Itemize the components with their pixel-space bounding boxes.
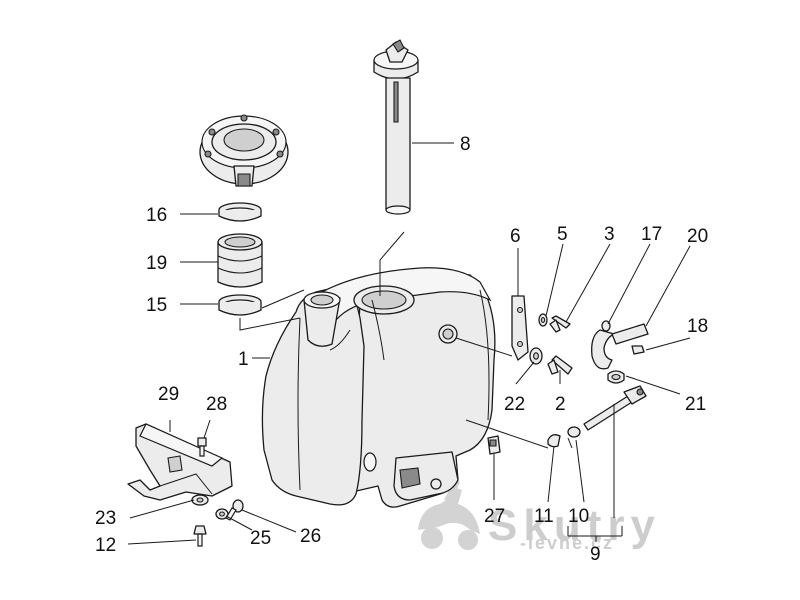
hose-clip xyxy=(607,370,625,384)
callout-19: 19 xyxy=(146,253,167,274)
heat-shield xyxy=(127,423,233,501)
callout-5: 5 xyxy=(557,224,568,245)
callout-23: 23 xyxy=(95,508,116,529)
callout-17: 17 xyxy=(641,224,662,245)
callout-10: 10 xyxy=(568,506,589,527)
washer-lower xyxy=(529,347,543,365)
callout-26: 26 xyxy=(300,526,321,547)
callout-15: 15 xyxy=(146,295,167,316)
screw-side xyxy=(225,499,244,521)
callout-labels: 16 19 15 1 8 6 5 3 17 20 18 21 22 2 29 2… xyxy=(95,134,708,565)
callout-6: 6 xyxy=(510,226,521,247)
hose-clamp-upper xyxy=(218,202,262,222)
callout-8: 8 xyxy=(460,134,471,155)
callout-27: 27 xyxy=(484,506,505,527)
bolt-upper xyxy=(549,315,571,333)
leader-lines xyxy=(127,142,691,545)
pipe-clamp xyxy=(567,426,581,449)
fuel-hose-sleeve xyxy=(217,233,263,288)
callout-2: 2 xyxy=(555,394,566,415)
bolt-lower xyxy=(547,355,573,375)
hose-clamp-lower xyxy=(218,294,262,316)
callout-16: 16 xyxy=(146,205,167,226)
screw-bottom xyxy=(193,525,207,547)
callout-1: 1 xyxy=(238,349,249,370)
vent-hose xyxy=(591,320,649,370)
fuel-level-sender xyxy=(373,39,419,215)
callout-3: 3 xyxy=(604,224,615,245)
callout-11: 11 xyxy=(534,506,554,527)
callout-12: 12 xyxy=(95,535,116,556)
callout-28: 28 xyxy=(206,394,227,415)
watermark-brand: Skutry xyxy=(488,501,661,550)
callout-20: 20 xyxy=(687,226,708,247)
fuel-pump-flange xyxy=(199,114,289,187)
watermark-sub: -levne.cz xyxy=(520,533,614,553)
mounting-bracket xyxy=(511,295,529,361)
screw-top xyxy=(197,437,207,457)
watermark: Skutry -levne.cz xyxy=(418,480,661,553)
callout-21: 21 xyxy=(685,394,706,415)
callout-25: 25 xyxy=(250,528,271,549)
fuel-tank xyxy=(261,267,496,508)
washer-shield xyxy=(191,494,209,506)
callout-9: 9 xyxy=(590,544,601,565)
washer-upper xyxy=(538,313,548,327)
callout-18: 18 xyxy=(687,316,708,337)
spring-clip xyxy=(547,434,561,448)
retainer-clip xyxy=(487,435,501,455)
callout-22: 22 xyxy=(504,394,525,415)
callout-29: 29 xyxy=(158,384,179,405)
scooter-logo-icon xyxy=(418,480,480,550)
fuel-outlet-pipe xyxy=(583,385,647,431)
